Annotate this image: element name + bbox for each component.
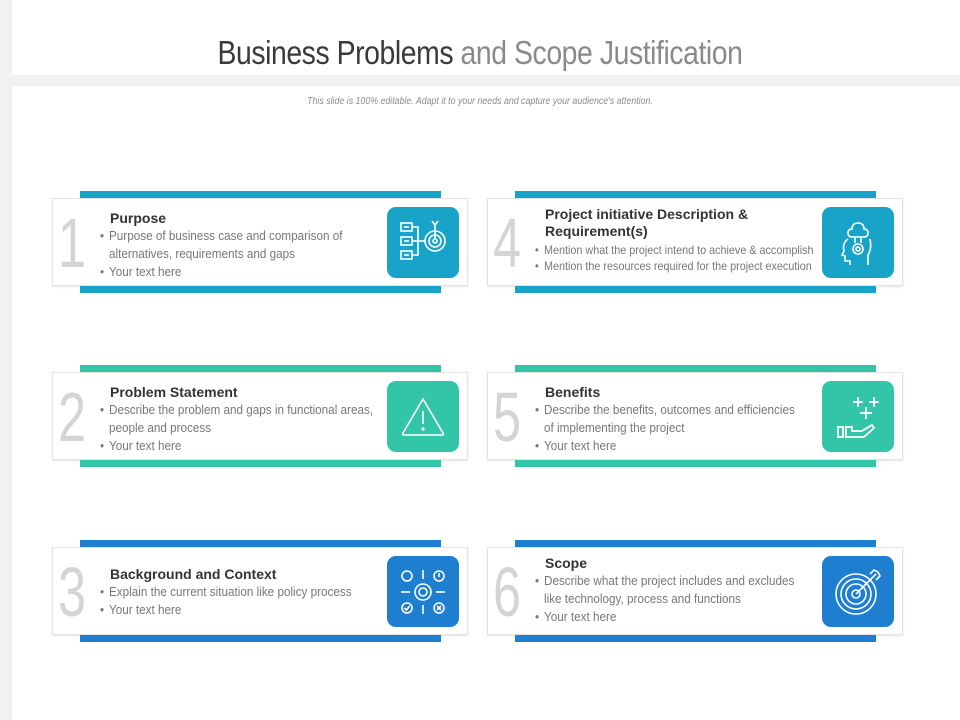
card-number: 6 xyxy=(493,553,522,631)
bullet: Describe the benefits, outcomes and effi… xyxy=(535,401,832,419)
head-gear-cloud-icon xyxy=(822,207,894,278)
card-benefits: 5 Benefits Describe the benefits, outcom… xyxy=(487,365,903,467)
accent-bar-top xyxy=(515,191,876,198)
accent-bar-top xyxy=(80,191,441,198)
card-problem-statement: 2 Problem Statement Describe the problem… xyxy=(52,365,468,467)
bullet: Your text here xyxy=(535,437,832,455)
accent-bar-bottom xyxy=(515,286,876,293)
bullet-continuation: of implementing the project xyxy=(544,420,685,435)
card-heading: Benefits xyxy=(545,384,601,400)
hand-plus-icon xyxy=(822,381,894,452)
card-bullets: Explain the current situation like polic… xyxy=(100,583,390,619)
accent-bar-top xyxy=(515,540,876,547)
bullet: Mention the resources required for the p… xyxy=(535,258,832,274)
card-heading: Background and Context xyxy=(110,566,277,582)
bullet-continuation: alternatives, requirements and gaps xyxy=(109,246,296,261)
card-heading: Project initiative Description & Require… xyxy=(545,206,749,239)
card-purpose: 1 Purpose Purpose of business case and c… xyxy=(52,191,468,293)
page-title: Business Problems and Scope Justificatio… xyxy=(67,34,893,72)
bullet: Purpose of business case and comparison … xyxy=(100,227,397,245)
card-heading: Purpose xyxy=(110,210,167,226)
accent-bar-bottom xyxy=(80,460,441,467)
accent-bar-top xyxy=(80,540,441,547)
card-number: 5 xyxy=(493,378,522,456)
title-strong: Business Problems xyxy=(217,34,454,71)
bullet: Explain the current situation like polic… xyxy=(100,583,397,601)
accent-bar-bottom xyxy=(80,286,441,293)
accent-bar-top xyxy=(515,365,876,372)
card-project-initiative: 4 Project initiative Description & Requi… xyxy=(487,191,903,293)
bullet: Your text here xyxy=(100,263,397,281)
bullet: Your text here xyxy=(100,437,397,455)
card-bullets: Describe the problem and gaps in functio… xyxy=(100,401,390,455)
bullet-continuation: like technology, process and functions xyxy=(544,591,741,606)
bullet-continuation: people and process xyxy=(109,420,212,435)
bullet: Your text here xyxy=(100,601,397,619)
card-number: 4 xyxy=(493,204,522,282)
accent-bar-top xyxy=(80,365,441,372)
bullet: Describe what the project includes and e… xyxy=(535,572,832,590)
title-band xyxy=(12,0,960,75)
flowchart-target-icon xyxy=(387,207,459,278)
bullet: Mention what the project intend to achie… xyxy=(535,242,832,258)
accent-bar-bottom xyxy=(515,460,876,467)
target-arrow-icon xyxy=(822,556,894,627)
card-bullets: Purpose of business case and comparison … xyxy=(100,227,390,281)
card-heading: Scope xyxy=(545,555,588,571)
title-light: and Scope Justification xyxy=(453,34,743,71)
card-background-context: 3 Background and Context Explain the cur… xyxy=(52,540,468,642)
card-scope: 6 Scope Describe what the project includ… xyxy=(487,540,903,642)
accent-bar-bottom xyxy=(80,635,441,642)
card-bullets: Describe the benefits, outcomes and effi… xyxy=(535,401,825,455)
gear-context-icon xyxy=(387,556,459,627)
card-bullets: Mention what the project intend to achie… xyxy=(535,242,825,274)
bullet: Your text here xyxy=(535,608,832,626)
card-heading: Problem Statement xyxy=(110,384,238,400)
card-number: 1 xyxy=(58,204,87,282)
warning-triangle-icon xyxy=(387,381,459,452)
card-bullets: Describe what the project includes and e… xyxy=(535,572,825,626)
bullet: Describe the problem and gaps in functio… xyxy=(100,401,397,419)
card-number: 3 xyxy=(58,553,87,631)
subtitle: This slide is 100% editable. Adapt it to… xyxy=(307,96,653,107)
accent-bar-bottom xyxy=(515,635,876,642)
card-number: 2 xyxy=(58,378,87,456)
